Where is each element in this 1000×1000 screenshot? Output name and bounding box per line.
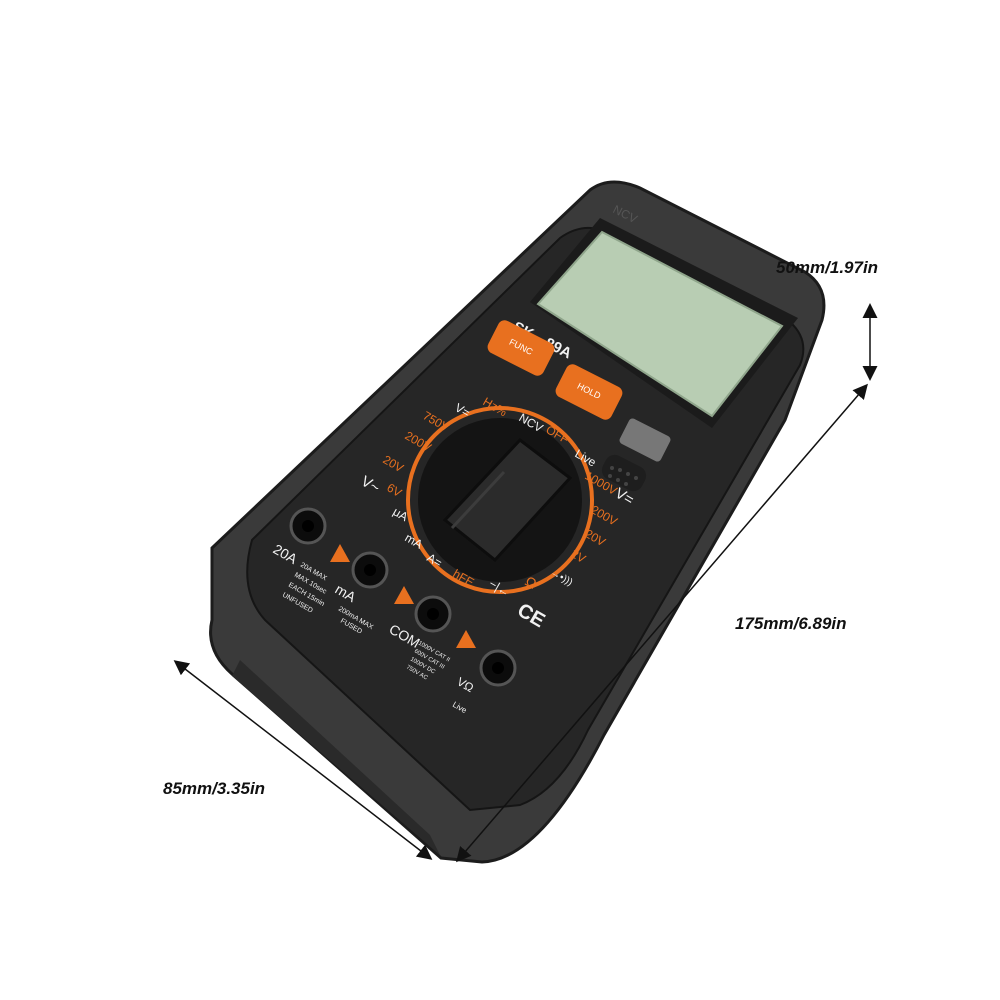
jack-20a[interactable] xyxy=(289,507,327,545)
dial-label-ua: μA xyxy=(391,504,411,524)
jack-vohm[interactable] xyxy=(479,649,517,687)
length-arrow xyxy=(456,383,868,863)
dial-label-6v: 6V xyxy=(385,480,405,499)
dial-label-a-dc: A= xyxy=(425,550,445,570)
jack-ma[interactable] xyxy=(351,551,389,589)
width-dimension-label: 85mm/3.35in xyxy=(163,779,266,798)
jack-com[interactable] xyxy=(414,595,452,633)
warning-icon xyxy=(394,586,414,604)
func-button[interactable]: FUNC xyxy=(485,318,557,378)
dimension-arrows xyxy=(173,303,878,863)
height-dimension-label: 50mm/1.97in xyxy=(776,258,879,277)
length-dimension-label: 175mm/6.89in xyxy=(735,614,847,633)
warning-icon xyxy=(330,544,350,562)
lcd-screen xyxy=(536,230,784,418)
width-arrow xyxy=(173,660,433,860)
